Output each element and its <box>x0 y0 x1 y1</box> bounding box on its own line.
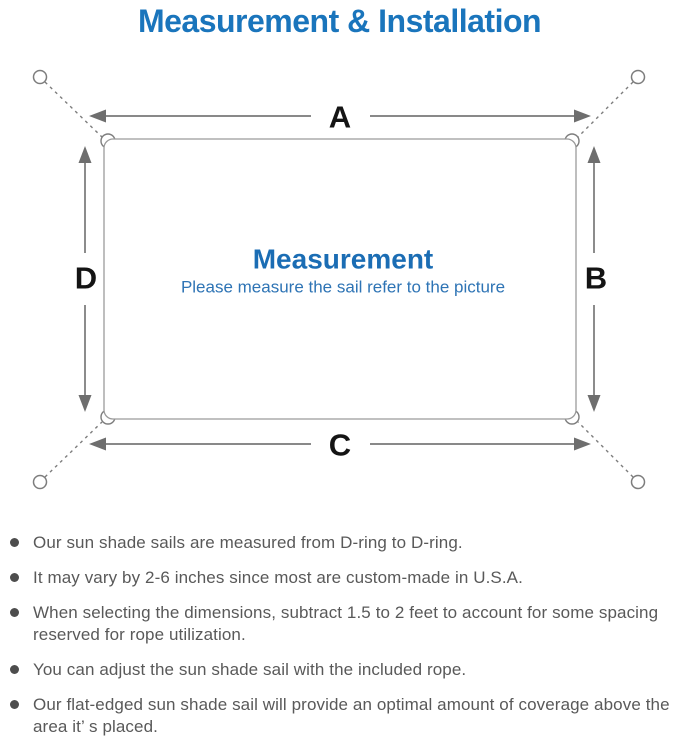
dim-label-c: C <box>329 428 351 463</box>
arrowhead-up-icon <box>78 146 92 163</box>
arrowhead-up-icon <box>587 146 601 163</box>
arrowhead-down-icon <box>78 395 92 412</box>
note-text: Our sun shade sails are measured from D-… <box>33 533 463 552</box>
note-text: It may vary by 2-6 inches since most are… <box>33 568 523 587</box>
dim-label-b: B <box>585 261 607 296</box>
anchor-ring-icon <box>630 69 646 85</box>
rope-top-left <box>44 81 103 138</box>
arrowhead-right-icon <box>574 109 591 123</box>
anchor-ring-icon <box>630 474 646 490</box>
bullet-icon <box>10 700 19 709</box>
note-text: When selecting the dimensions, subtract … <box>33 603 659 644</box>
rope-bottom-right <box>577 421 634 478</box>
arrowhead-right-icon <box>574 437 591 451</box>
list-item: Our flat-edged sun shade sail will provi… <box>10 694 675 738</box>
list-item: It may vary by 2-6 inches since most are… <box>10 567 675 589</box>
bullet-icon <box>10 538 19 547</box>
bullet-icon <box>10 608 19 617</box>
notes-list: Our sun shade sails are measured from D-… <box>0 532 679 738</box>
sail-rectangle <box>103 138 577 420</box>
rope-top-right <box>577 81 634 138</box>
anchor-rings <box>32 69 646 490</box>
bullet-icon <box>10 573 19 582</box>
anchor-ring-icon <box>32 69 48 85</box>
anchor-ring-icon <box>32 474 48 490</box>
dim-label-d: D <box>75 261 97 296</box>
note-text: You can adjust the sun shade sail with t… <box>33 660 467 679</box>
arrowhead-down-icon <box>587 395 601 412</box>
arrowhead-left-icon <box>89 437 106 451</box>
list-item: When selecting the dimensions, subtract … <box>10 602 675 646</box>
list-item: Our sun shade sails are measured from D-… <box>10 532 675 554</box>
anchor-rope-lines <box>44 81 634 478</box>
diagram-subheading: Please measure the sail refer to the pic… <box>181 278 505 297</box>
sail-measurement-diagram: A C D B Measurement Please measure the s… <box>32 69 646 490</box>
list-item: You can adjust the sun shade sail with t… <box>10 659 675 681</box>
diagram-heading: Measurement <box>253 244 434 275</box>
arrowhead-left-icon <box>89 109 106 123</box>
dim-label-a: A <box>329 100 351 135</box>
bullet-icon <box>10 665 19 674</box>
note-text: Our flat-edged sun shade sail will provi… <box>33 695 670 736</box>
page-title: Measurement & Installation <box>137 3 542 39</box>
rope-bottom-left <box>44 421 103 478</box>
